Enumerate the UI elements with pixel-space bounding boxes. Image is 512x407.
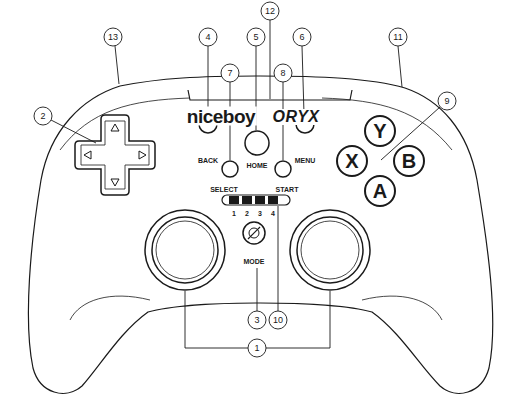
right-stick	[297, 217, 363, 283]
button-name: MENU	[295, 157, 316, 164]
button-letter: B	[402, 151, 416, 171]
button-name: MODE	[242, 258, 267, 265]
mode-button	[243, 222, 265, 244]
callout-number: 4	[205, 33, 210, 42]
led-number: 1	[232, 210, 236, 217]
button-letter: A	[373, 181, 387, 201]
led-number: 3	[258, 210, 262, 217]
face-button: X	[336, 145, 368, 177]
callout-number: 8	[280, 69, 285, 78]
callout-number: 3	[254, 316, 259, 325]
led	[229, 196, 239, 204]
led-number: 2	[245, 210, 249, 217]
callout-number: 7	[227, 69, 232, 78]
left-stick-ring	[145, 210, 225, 290]
face-button: A	[364, 175, 396, 207]
left-stick-cap	[156, 221, 214, 279]
led-bar	[222, 195, 290, 205]
button-letter: X	[345, 151, 358, 171]
leader-lines	[51, 20, 440, 348]
led-number: 4	[271, 210, 275, 217]
led	[255, 196, 265, 204]
led	[242, 196, 252, 204]
callout-number: 6	[299, 33, 304, 42]
d-pad-inner	[81, 121, 149, 189]
button-name: SELECT	[210, 186, 238, 193]
button-letter: Y	[373, 121, 386, 141]
left-stick	[152, 217, 218, 283]
callout-number: 1	[254, 344, 259, 353]
home-button	[245, 131, 269, 155]
button-name: BACK	[198, 157, 218, 164]
model-logo: ORYX	[270, 109, 321, 125]
controller-body	[28, 76, 492, 393]
callout-number: 2	[40, 112, 45, 121]
callout-number: 13	[108, 33, 118, 42]
face-button: Y	[364, 115, 396, 147]
callout-number: 9	[444, 97, 449, 106]
callout-number: 10	[273, 316, 283, 325]
mode-icon-slash	[248, 227, 260, 239]
button-name: HOME	[247, 162, 268, 169]
d-pad-arrows	[84, 124, 146, 186]
callout-number: 12	[265, 7, 275, 16]
button-name: START	[276, 186, 299, 193]
face-button: B	[393, 145, 425, 177]
callout-number: 5	[253, 33, 258, 42]
brand-logo: niceboy	[185, 107, 257, 126]
callout-number: 11	[393, 33, 402, 42]
right-stick-ring	[290, 210, 370, 290]
callout-circles	[34, 2, 456, 357]
right-stick-cap	[301, 221, 359, 279]
select-button	[222, 161, 238, 177]
mode-icon	[249, 228, 259, 238]
led	[268, 196, 278, 204]
start-button	[275, 161, 291, 177]
d-pad	[75, 115, 155, 195]
